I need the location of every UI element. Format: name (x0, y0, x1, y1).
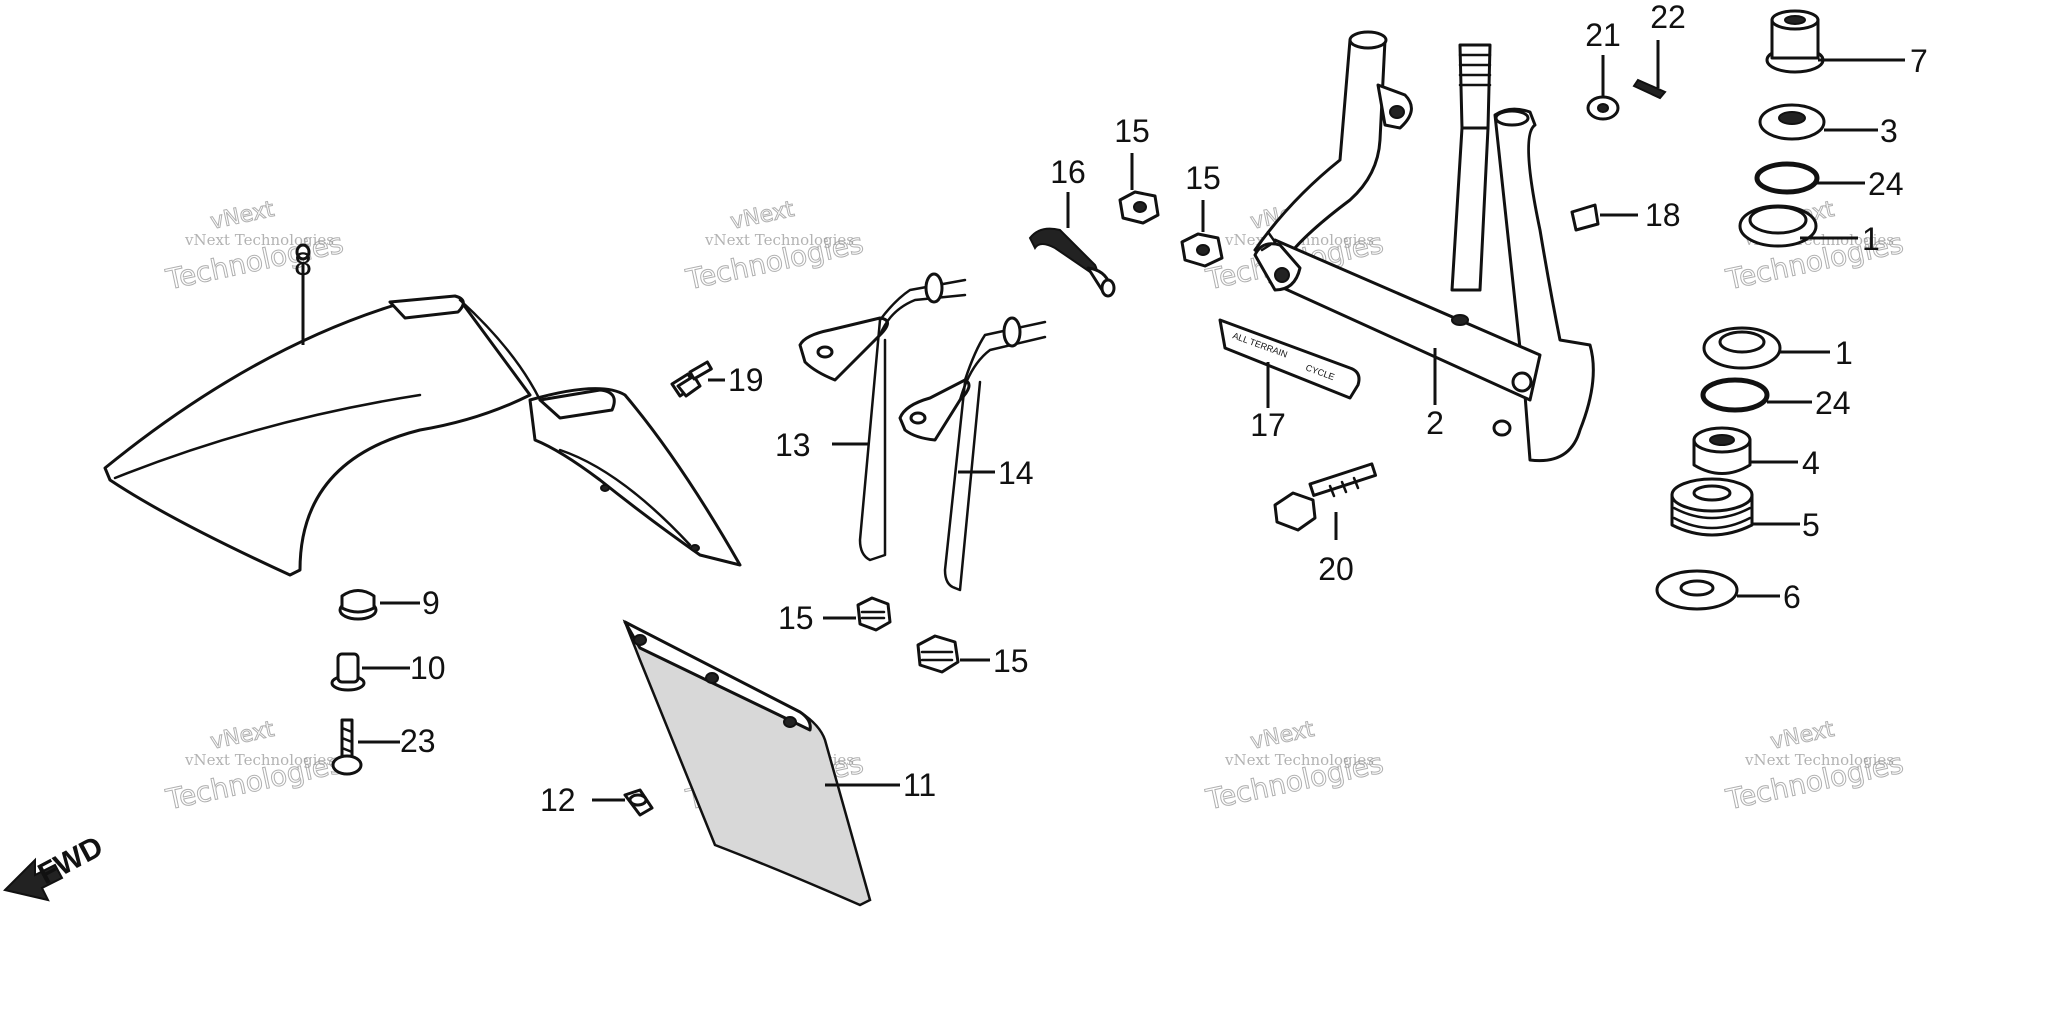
ring-part-24-bottom (1700, 377, 1770, 413)
bolt-part-20 (1273, 462, 1378, 532)
nut-part-15-right (916, 634, 960, 674)
fastener-part-12 (623, 788, 654, 817)
clip-part-16 (1028, 227, 1116, 298)
collar-part-10 (330, 652, 366, 692)
front-fender (103, 294, 742, 577)
svg-text:vNext: vNext (1768, 717, 1836, 755)
watermark: vNext Technologies vNext Technologies (1722, 716, 1907, 816)
callout-label: 19 (728, 362, 764, 398)
svg-text:vNext: vNext (728, 197, 796, 235)
number-plate-part-11 (622, 619, 872, 907)
callout-label: 8 (294, 246, 312, 282)
svg-text:FWD: FWD (33, 830, 109, 891)
callout-label: 20 (1318, 551, 1354, 587)
callout-label: 15 (993, 643, 1029, 679)
svg-text:vNext Technologies: vNext Technologies (704, 231, 854, 249)
callout-label: 6 (1783, 579, 1801, 615)
forward-direction-arrow: FWD (3, 830, 109, 902)
grommet-part-9 (338, 589, 378, 621)
callout-label: 15 (778, 600, 814, 636)
callout-label: 12 (540, 782, 576, 818)
nut-part-15-left (856, 596, 892, 632)
svg-text:vNext Technologies: vNext Technologies (1744, 751, 1894, 769)
nut-part-15-mid (1180, 232, 1224, 268)
callout-label: 24 (1815, 385, 1851, 421)
callout-label: 1 (1862, 221, 1880, 257)
ring-part-24-top (1754, 161, 1820, 195)
callout-label: 15 (1185, 160, 1221, 196)
steering-stem-part-2 (1253, 30, 1595, 463)
callout-labels: 8 9 10 23 19 12 11 13 14 15 15 16 15 15 … (294, 0, 1928, 818)
callout-label: 2 (1426, 405, 1444, 441)
bearing-part-1-bottom (1702, 326, 1782, 370)
callout-label: 9 (422, 585, 440, 621)
svg-text:vNext: vNext (1248, 717, 1316, 755)
callout-label: 17 (1250, 407, 1286, 443)
dust-seal-part-5 (1670, 477, 1754, 537)
watermark: vNext Technologies vNext Technologies (1202, 716, 1387, 816)
bearing-part-1-top (1738, 204, 1818, 248)
stay-part-14 (898, 316, 1047, 592)
washer-part-6 (1655, 569, 1739, 611)
callout-label: 10 (410, 650, 446, 686)
nut-part-15-top (1118, 190, 1160, 225)
callout-label: 7 (1910, 43, 1928, 79)
svg-text:vNext Technologies: vNext Technologies (184, 231, 334, 249)
callout-label: 15 (1114, 113, 1150, 149)
callout-label: 16 (1050, 154, 1086, 190)
pin-part-22 (1632, 78, 1667, 100)
watermark: vNext Technologies vNext Technologies (162, 196, 347, 296)
bolt-part-19 (670, 360, 713, 398)
callout-label: 3 (1880, 113, 1898, 149)
bearing-race-part-3 (1758, 103, 1826, 141)
callout-label: 14 (998, 455, 1034, 491)
callout-label: 11 (903, 767, 936, 803)
nut-part-7 (1765, 9, 1825, 74)
washer-part-21 (1586, 95, 1620, 121)
callout-label: 22 (1650, 0, 1686, 35)
screw-part-8 (295, 243, 311, 261)
callout-label: 4 (1802, 445, 1820, 481)
svg-text:vNext Technologies: vNext Technologies (1224, 751, 1374, 769)
callout-label: 13 (775, 427, 811, 463)
callout-label: 1 (1835, 335, 1853, 371)
tag-part-18 (1570, 203, 1600, 232)
callout-label: 18 (1645, 197, 1681, 233)
callout-label: 21 (1585, 17, 1621, 53)
watermark: vNext Technologies vNext Technologies (682, 196, 867, 296)
callout-label: 5 (1802, 507, 1820, 543)
bolt-part-23 (331, 718, 363, 776)
leader-lines (301, 40, 1905, 802)
callout-label: 24 (1868, 166, 1904, 202)
seal-part-4 (1692, 426, 1752, 475)
watermark: vNext Technologies vNext Technologies (162, 716, 347, 816)
svg-text:vNext: vNext (208, 717, 276, 755)
stay-part-13 (798, 272, 967, 562)
callout-label: 23 (400, 723, 436, 759)
svg-text:vNext Technologies: vNext Technologies (184, 751, 334, 769)
svg-text:vNext: vNext (208, 197, 276, 235)
decal-part-17: ALL TERRAIN CYCLE (1218, 318, 1361, 400)
